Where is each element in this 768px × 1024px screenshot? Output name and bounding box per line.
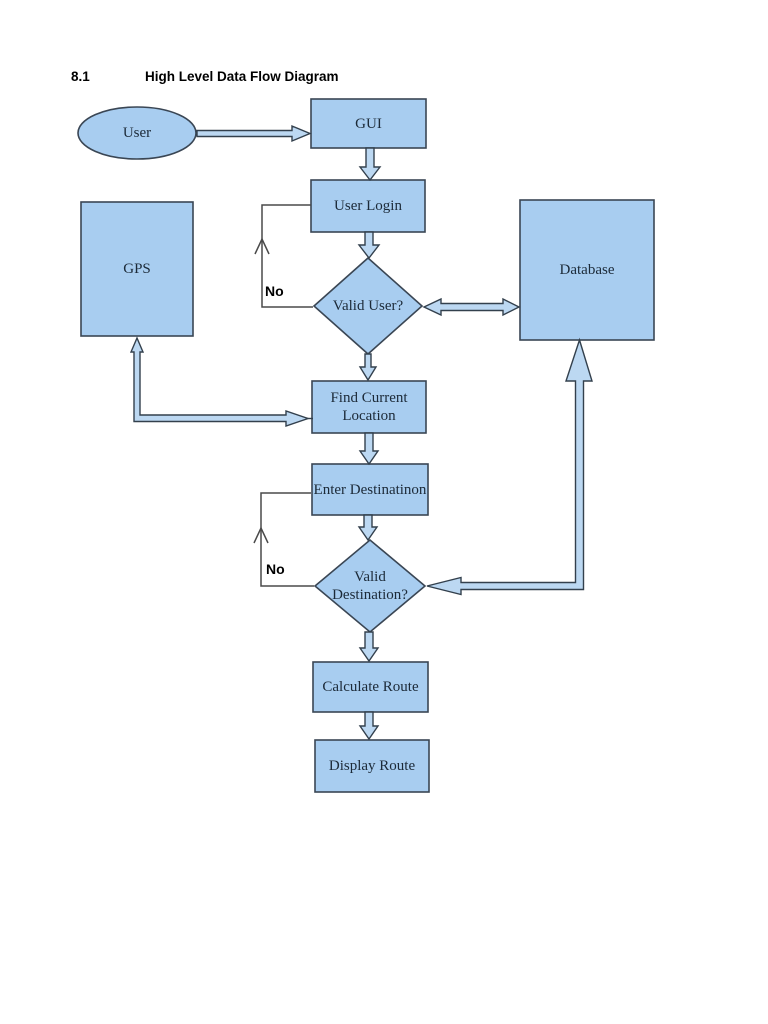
arrow-valid-destination-to-calculate-route [358,631,380,663]
arrow-find-location-to-enter-destination [358,432,380,466]
arrow-calculate-route-to-display-route [358,711,380,741]
user-login-box [310,179,426,233]
user-ellipse [77,106,197,160]
valid-user-diamond [312,256,424,356]
arrow-user-login-to-valid-user [357,231,381,260]
section-number: 8.1 [71,69,90,84]
arrow-enter-destination-to-valid-destination [357,514,379,542]
gui-box [310,98,427,149]
loop-no-valid-user-line [261,204,313,308]
loop-no-valid-destination-arrowhead-icon [253,526,269,544]
gps-box [80,201,194,337]
double-arrow-valid-user-database [422,297,521,317]
loop-no-valid-destination-line [260,492,314,587]
arrow-gps-find-location [129,336,311,427]
enter-destination-box [311,463,429,516]
find-current-location-box [311,380,427,434]
loop-no-valid-user-arrowhead-icon [254,237,270,255]
arrow-database-valid-destination [426,337,593,596]
valid-destination-diamond [313,538,427,634]
calculate-route-box [312,661,429,713]
display-route-box [314,739,430,793]
page-title: High Level Data Flow Diagram [145,69,339,84]
arrow-valid-user-to-find-location [358,353,378,382]
database-box [519,199,655,341]
arrow-gui-to-user-login [358,147,382,182]
arrow-user-to-gui [196,124,312,143]
